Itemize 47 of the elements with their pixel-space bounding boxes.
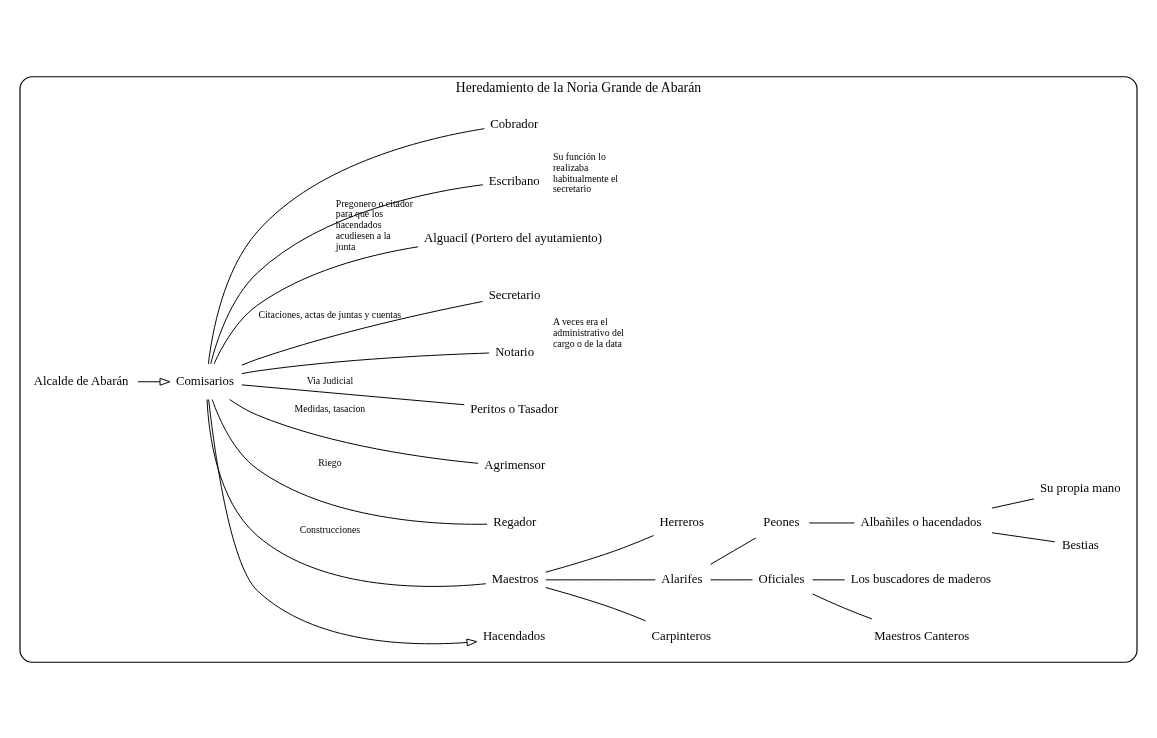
node-text: Peones [763, 514, 800, 529]
node-label: A veces era el administrativo del cargo o de la data [553, 315, 625, 349]
connector [211, 398, 488, 525]
connector [991, 531, 1056, 542]
arrow [137, 377, 171, 386]
node-text: Alguacil (Portero del ayutamiento) [424, 230, 602, 245]
node-text: Maestros Canteros [874, 628, 970, 643]
node-text: Secretario [488, 287, 541, 302]
node-text: Bestias [1061, 537, 1099, 552]
node-text: Herreros [659, 514, 704, 529]
node-text: Alcalde de Abarán [33, 373, 129, 388]
connector [210, 183, 484, 364]
node-text: Albañiles o hacendados [860, 514, 982, 529]
edge-label: Citaciones, actas de juntas y cuentas [258, 308, 402, 320]
node-label: Su función lo realizaba habitualmente el secretario [553, 150, 619, 194]
node-text: Su propia mano [1039, 480, 1121, 495]
connector [991, 497, 1035, 509]
connector [241, 383, 465, 405]
node-text: Alarifes [661, 571, 703, 586]
connector [241, 352, 490, 374]
node-text: Carpinteros [651, 628, 711, 643]
edge-label: Riego [318, 456, 342, 468]
connector [229, 398, 479, 464]
node-text: Los buscadores de maderos [850, 571, 992, 586]
edge-label: Medidas, tasacion [294, 402, 366, 414]
edge-label: Via Judicial [306, 374, 354, 386]
connector [710, 536, 757, 565]
connector [206, 398, 487, 587]
connector [545, 586, 647, 621]
node-text: Regador [493, 514, 537, 529]
node-text: Comisarios [175, 373, 234, 388]
node-text: Oficiales [758, 571, 805, 586]
node-text: Hacendados [482, 628, 546, 643]
arrow [208, 398, 478, 646]
node-text: Maestros [491, 571, 539, 586]
node-text: Peritos o Tasador [470, 401, 559, 416]
node-text: Escribano [488, 173, 540, 188]
connector [545, 534, 654, 573]
edge-label: Construcciones [299, 523, 361, 535]
connector [207, 127, 485, 364]
connector [241, 300, 483, 366]
connector [812, 592, 873, 619]
node-text: Cobrador [490, 116, 539, 131]
node-text: Notario [495, 344, 535, 359]
node-text: Agrimensor [484, 457, 546, 472]
connector [213, 245, 419, 364]
node-label: Pregonero o citador para que los hacendados acudiesen a la junta [335, 197, 414, 252]
